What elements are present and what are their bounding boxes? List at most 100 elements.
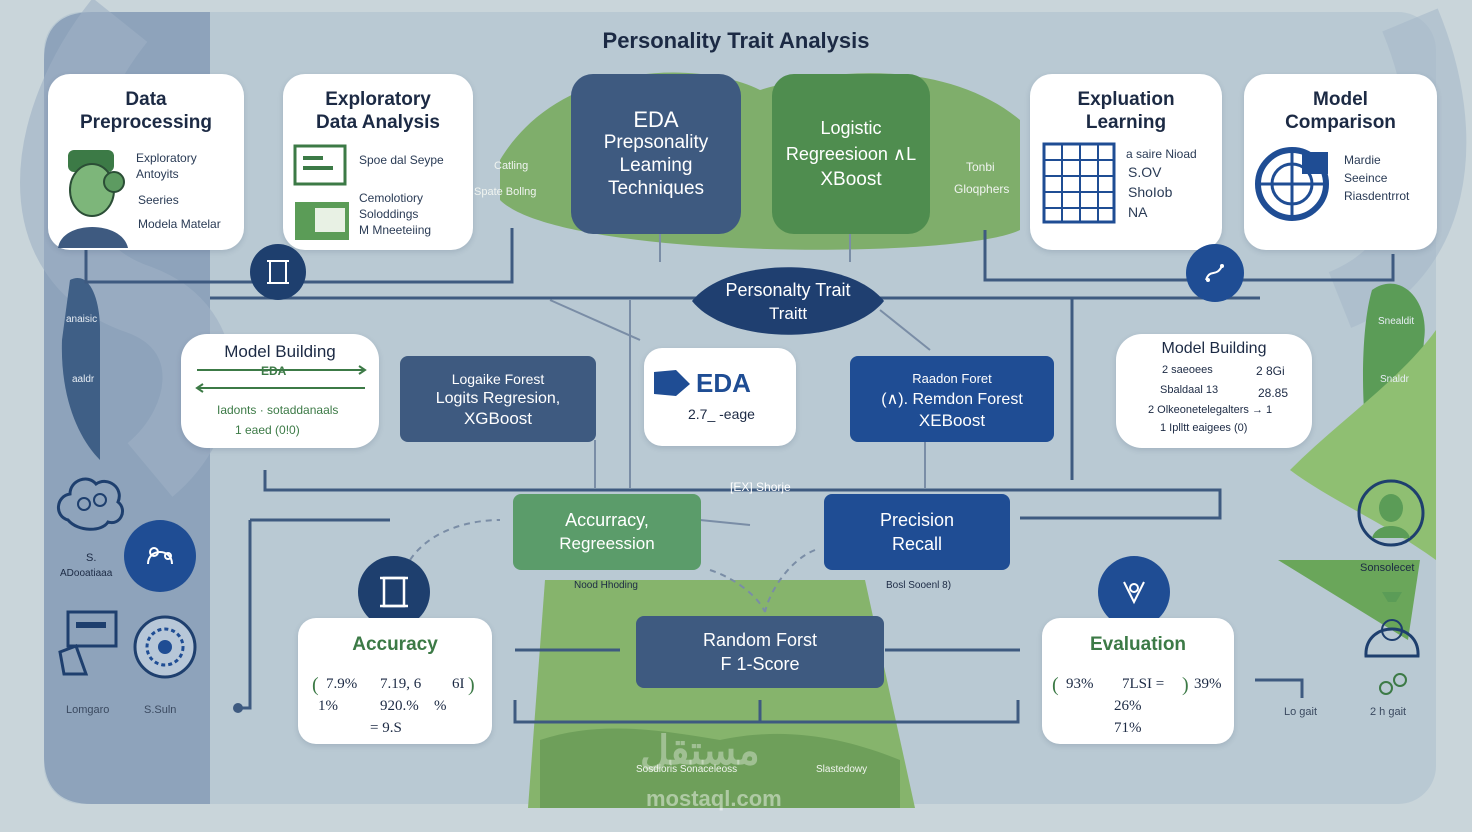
side-label: Lo gait [1284,706,1318,718]
side-label: Snealdit [1378,316,1415,327]
card-title-line1: Model [1313,89,1368,110]
item-text: Modela Matelar [138,217,221,231]
side-label: anaisic [66,314,98,325]
card-title-line2: Preprocessing [80,112,212,133]
scroll-icon [250,244,306,300]
card-title-line1: Data [125,89,167,110]
face-icon [1098,556,1170,628]
table-grid-icon [1042,142,1116,224]
card-accuracy: Accuracy ( 7.9% 7.19, 6 6I ) 1% 920.% % … [298,618,492,744]
box-line: Regreession [559,534,655,553]
wave-icon [1186,244,1244,302]
side-label: Catling [494,160,529,172]
metric-value: 7LSI = [1122,676,1165,692]
metric-value: 1% [318,698,338,714]
card-title-line2: Comparison [1285,112,1396,133]
box-line: Precision [879,510,955,530]
item-text: Exploratory [136,151,197,165]
metric-value: 7.9% [326,676,358,692]
metric-value: 93% [1066,676,1094,692]
box-line: XEBoost [918,410,986,430]
box-line: Prepsonality [603,132,709,153]
card-model-building-left: Model Building EDA Iadonts · sotaddanaal… [181,334,379,448]
box-eda-techniques: EDA Prepsonality Leaming Techniques [571,74,741,234]
item-text: Sbaldaal 13 [1160,384,1219,396]
item-text: M Mneeteiing [359,223,432,237]
side-label: S.Suln [144,704,177,716]
spiral-icon [133,615,197,679]
box-logistic-regression: Logistic Regreesioon ∧L XBoost [772,74,930,234]
card-sub: 2.7_ -eage [688,406,755,422]
item-text: 2 8Gi [1256,364,1285,378]
item-text: 28.85 [1258,386,1289,400]
mid-label: Nood Hhoding [574,580,638,591]
box-line: Recall [891,534,943,554]
card-title: EDA [696,368,751,398]
card-eda-small: EDA 2.7_ -eage [644,348,796,446]
card-title-line1: Exploratory [325,89,431,110]
gear-circle-icon [124,520,196,592]
card-title: Model Building [1161,340,1267,357]
item-text: Seeries [138,193,179,207]
center-line: Personalty Trait [725,280,851,300]
watermark-arabic: مستقل [640,729,760,773]
item-text: Seeince [1344,171,1388,185]
metric-value: 7.19, 6 [380,676,422,692]
box-line: Logits Regresion, [435,390,561,407]
side-label: Spate Bollng [474,186,537,198]
mid-label: [EX] Shorje [730,480,791,494]
metric-value: = 9.S [370,720,402,736]
card-model-building-right: Model Building 2 saeoees 2 8Gi Sbaldaal … [1116,334,1312,448]
box-line: Raadon Foret [912,370,992,386]
bottom-label: Sosdioris Sonaceleoss [636,764,738,775]
box-line: XGBoost [463,409,533,428]
box-random-forest: Raadon Foret (∧). Remdon Forest XEBoost [850,356,1054,442]
item-text: 1 Iplltt eaigees (0) [1160,422,1248,434]
cloud-brain-icon [57,477,124,531]
card-evaluation: Evaluation ( 93% 7LSI = ) 39% 26% 71% [1042,618,1234,744]
card-title: Accuracy [352,634,438,655]
item-text: Iadonts · sotaddanaals [217,403,339,417]
box-line: Random Forst [702,630,818,650]
side-label: Tonbi [966,160,995,174]
globe-icon [1255,147,1329,221]
arrows-icon [195,365,367,393]
monitor-icon [58,610,118,676]
box-line: Logaike Forest [451,371,545,387]
bottom-label: Slastedowy [816,764,868,775]
chart-icon [293,144,349,240]
box-line: Techniques [607,178,705,199]
box-line: XBoost [820,169,882,190]
item-text: 2 Olkeonetelegalters → 1 [1148,404,1273,416]
item-text: Mardie [1344,153,1381,167]
side-label: Gloqphers [954,182,1010,196]
arrow-shape-icon [654,370,690,396]
box-line: EDA [633,107,679,132]
card-title-line1: Expluation [1077,89,1175,110]
box-line: (∧). Remdon Forest [881,390,1023,408]
item-text: 2 saeoees [1162,364,1213,376]
face-icon [1357,479,1425,547]
box-logaike-forest: Logaike Forest Logits Regresion, XGBoost [400,356,596,442]
card-title: Evaluation [1089,634,1187,655]
watermark-text: mostaql.com [646,786,782,811]
item-text: 1 eaed (0!0) [235,423,300,437]
item-text: Antoyits [136,167,179,181]
side-label: Sonsolecet [1360,562,1415,574]
box-line: F 1-Score [720,654,800,674]
card-title-line2: Data Analysis [316,112,440,133]
item-text: Riasdentrrot [1344,189,1410,203]
metric-value: 71% [1114,720,1142,736]
box-random-forst-f1: Random Forst F 1-Score [636,616,884,688]
side-label: Lomgaro [66,704,110,716]
metric-value: 920.% [380,698,419,714]
box-line: Leaming [619,155,693,176]
item-text: ShoIob [1128,184,1173,200]
mid-label: Bosl Sooenl 8) [886,580,952,591]
item-text: EDA [261,364,287,378]
side-label: ADooatiaaa [60,568,113,579]
box-accuracy-regression: Accurracy, Regreession [513,494,701,570]
